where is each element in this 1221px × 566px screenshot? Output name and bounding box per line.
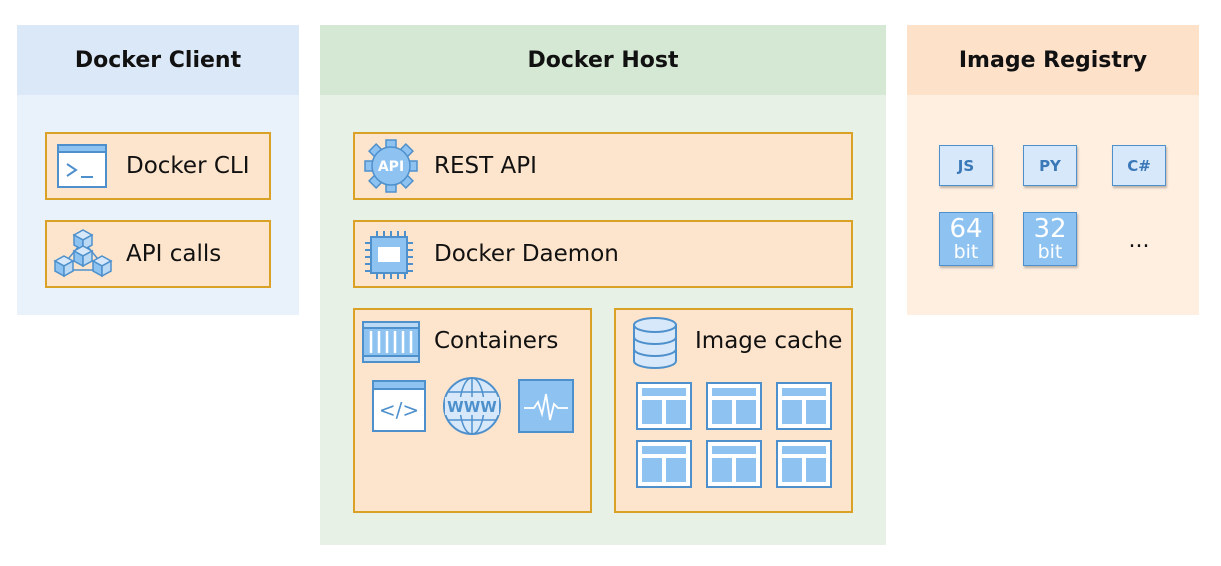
32-bit-number: 32 [1033,214,1067,244]
docker-daemon-label: Docker Daemon [434,241,619,267]
shipping-container-icon [362,321,420,363]
cpu-chip-icon [365,231,413,279]
cached-image-icon [636,440,692,488]
heartbeat-monitor-icon [518,379,574,433]
cubes-network-icon [53,229,113,278]
cached-image-icon [636,382,692,430]
rest-api-label: REST API [434,153,537,179]
cached-image-icon [706,440,762,488]
www-globe-icon-text: WWW [447,398,497,416]
image-registry-title: Image Registry [907,25,1199,95]
www-globe-icon: WWW [443,377,501,435]
docker-cli-box: Docker CLI [45,132,271,200]
32-bit-unit: bit [1037,241,1063,263]
32-bit-image-tag: 32 bit [1023,212,1077,266]
more-images-ellipsis: ... [1128,228,1150,253]
docker-cli-label: Docker CLI [126,153,250,179]
image-cache-label: Image cache [695,328,843,354]
api-calls-box: API calls [45,220,271,288]
js-image-tag: JS [939,145,993,186]
csharp-image-tag: C# [1112,145,1166,186]
cached-image-icon [706,382,762,430]
code-window-icon: </> [372,380,426,432]
64-bit-unit: bit [953,241,979,263]
64-bit-image-tag: 64 bit [939,212,993,266]
64-bit-number: 64 [949,214,983,244]
docker-client-title: Docker Client [17,25,299,95]
cached-image-icon [776,440,832,488]
database-icon [633,317,677,369]
containers-box: Containers </> WWW [353,308,592,513]
api-gear-icon: API [364,139,418,193]
api-calls-label: API calls [126,241,222,267]
code-window-icon-text: </> [379,398,419,422]
containers-label: Containers [434,328,559,354]
py-image-tag: PY [1023,145,1077,186]
api-gear-icon-text: API [378,159,404,175]
terminal-icon [57,144,107,188]
docker-host-title: Docker Host [320,25,886,95]
docker-daemon-box: Docker Daemon [353,220,853,288]
image-cache-box: Image cache [614,308,853,513]
cached-image-icon [776,382,832,430]
rest-api-box: API REST API [353,132,853,200]
